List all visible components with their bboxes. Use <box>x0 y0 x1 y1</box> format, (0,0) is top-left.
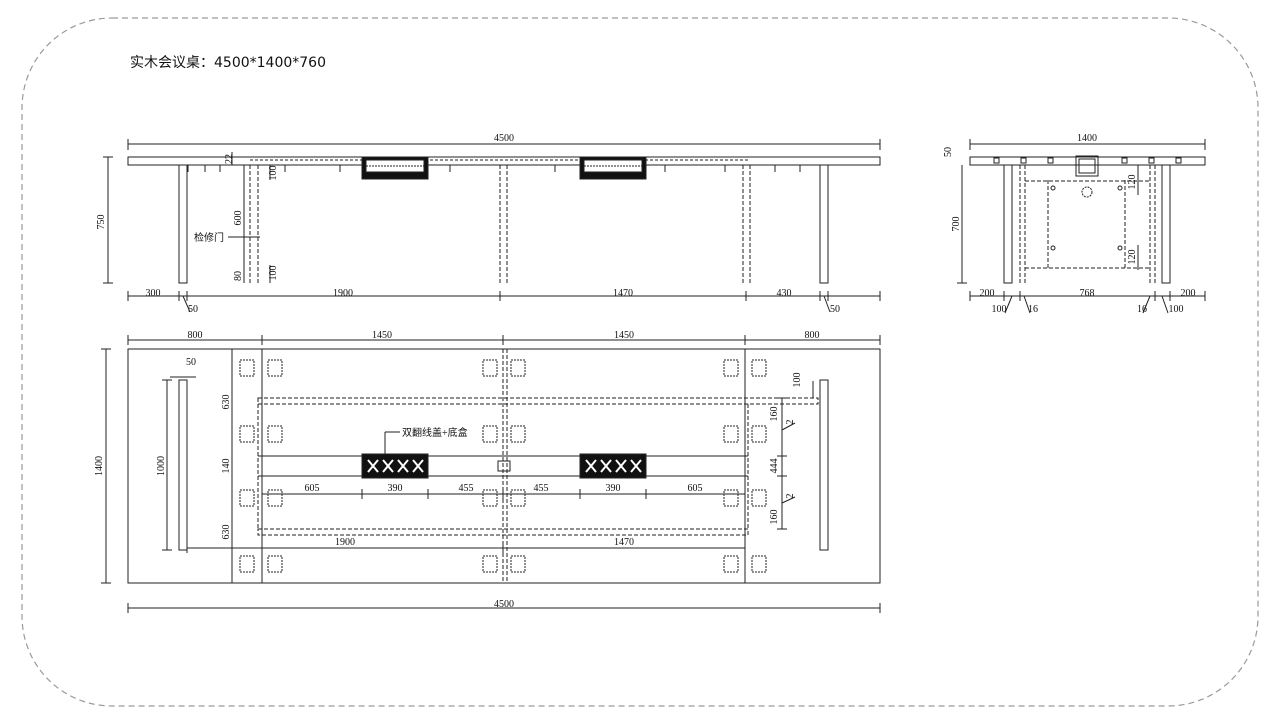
side-height: 700 <box>951 217 962 232</box>
front-panel-bottom: 100 <box>268 266 279 281</box>
door-label: 检修门 <box>194 231 224 244</box>
plan-row-seg-5: 390 <box>606 483 621 494</box>
front-seg-1: 300 <box>146 288 161 299</box>
side-inner-top: 120 <box>1127 175 1138 190</box>
side-top-thickness: 50 <box>943 147 954 157</box>
plan-beam-right: 1470 <box>614 537 634 548</box>
plan-right-dim-2: 160 <box>769 407 780 422</box>
box-label: 双翻线盖+底盒 <box>402 426 468 439</box>
plan-top-seg-3: 1450 <box>614 330 634 341</box>
front-height: 750 <box>96 215 107 230</box>
plan-upper-offset: 630 <box>221 395 232 410</box>
plan-center-strip: 140 <box>221 459 232 474</box>
plan-view <box>101 335 881 613</box>
side-bottom-middle: 768 <box>1080 288 1095 299</box>
plan-right-dim-4: 444 <box>769 459 780 474</box>
front-leg-right: 50 <box>830 304 840 315</box>
plan-overall-depth: 1400 <box>94 456 105 476</box>
side-inner-bottom: 120 <box>1127 250 1138 265</box>
plan-inner-length: 1000 <box>156 456 167 476</box>
plan-top-seg-1: 800 <box>188 330 203 341</box>
side-leg-right-a: 16 <box>1137 304 1147 315</box>
plan-top-seg-4: 800 <box>805 330 820 341</box>
front-foot-height: 80 <box>233 271 244 281</box>
plan-lower-offset: 630 <box>221 525 232 540</box>
plan-overall-width: 4500 <box>494 599 514 610</box>
plan-top-seg-2: 1450 <box>372 330 392 341</box>
plan-right-dim-6: 160 <box>769 510 780 525</box>
plan-right-dim-5: 2 <box>785 494 796 499</box>
front-panel-top: 100 <box>268 166 279 181</box>
drawing-title: 实木会议桌：4500*1400*760 <box>130 55 326 71</box>
plan-row-seg-2: 390 <box>388 483 403 494</box>
side-bottom-right: 200 <box>1181 288 1196 299</box>
plan-row-seg-4: 455 <box>534 483 549 494</box>
plan-beam-left: 1900 <box>335 537 355 548</box>
front-overall-width: 4500 <box>494 133 514 144</box>
front-leg-left: 50 <box>188 304 198 315</box>
plan-right-dim-3: 2 <box>785 420 796 425</box>
plan-right-dim-1: 100 <box>792 373 803 388</box>
front-seg-4: 430 <box>777 288 792 299</box>
side-leg-right-b: 100 <box>1169 304 1184 315</box>
front-seg-3: 1470 <box>613 288 633 299</box>
front-elevation-view <box>103 139 881 313</box>
plan-leg-width: 50 <box>186 357 196 368</box>
plan-row-seg-1: 605 <box>305 483 320 494</box>
front-panel-height: 600 <box>233 211 244 226</box>
side-overall-width: 1400 <box>1077 133 1097 144</box>
front-seg-2: 1900 <box>333 288 353 299</box>
side-bottom-left: 200 <box>980 288 995 299</box>
side-leg-left-a: 100 <box>992 304 1007 315</box>
plan-row-seg-3: 455 <box>459 483 474 494</box>
front-top-thickness: 22 <box>224 154 235 164</box>
side-leg-left-b: 16 <box>1028 304 1038 315</box>
plan-row-seg-6: 605 <box>688 483 703 494</box>
side-elevation-view <box>957 139 1206 314</box>
